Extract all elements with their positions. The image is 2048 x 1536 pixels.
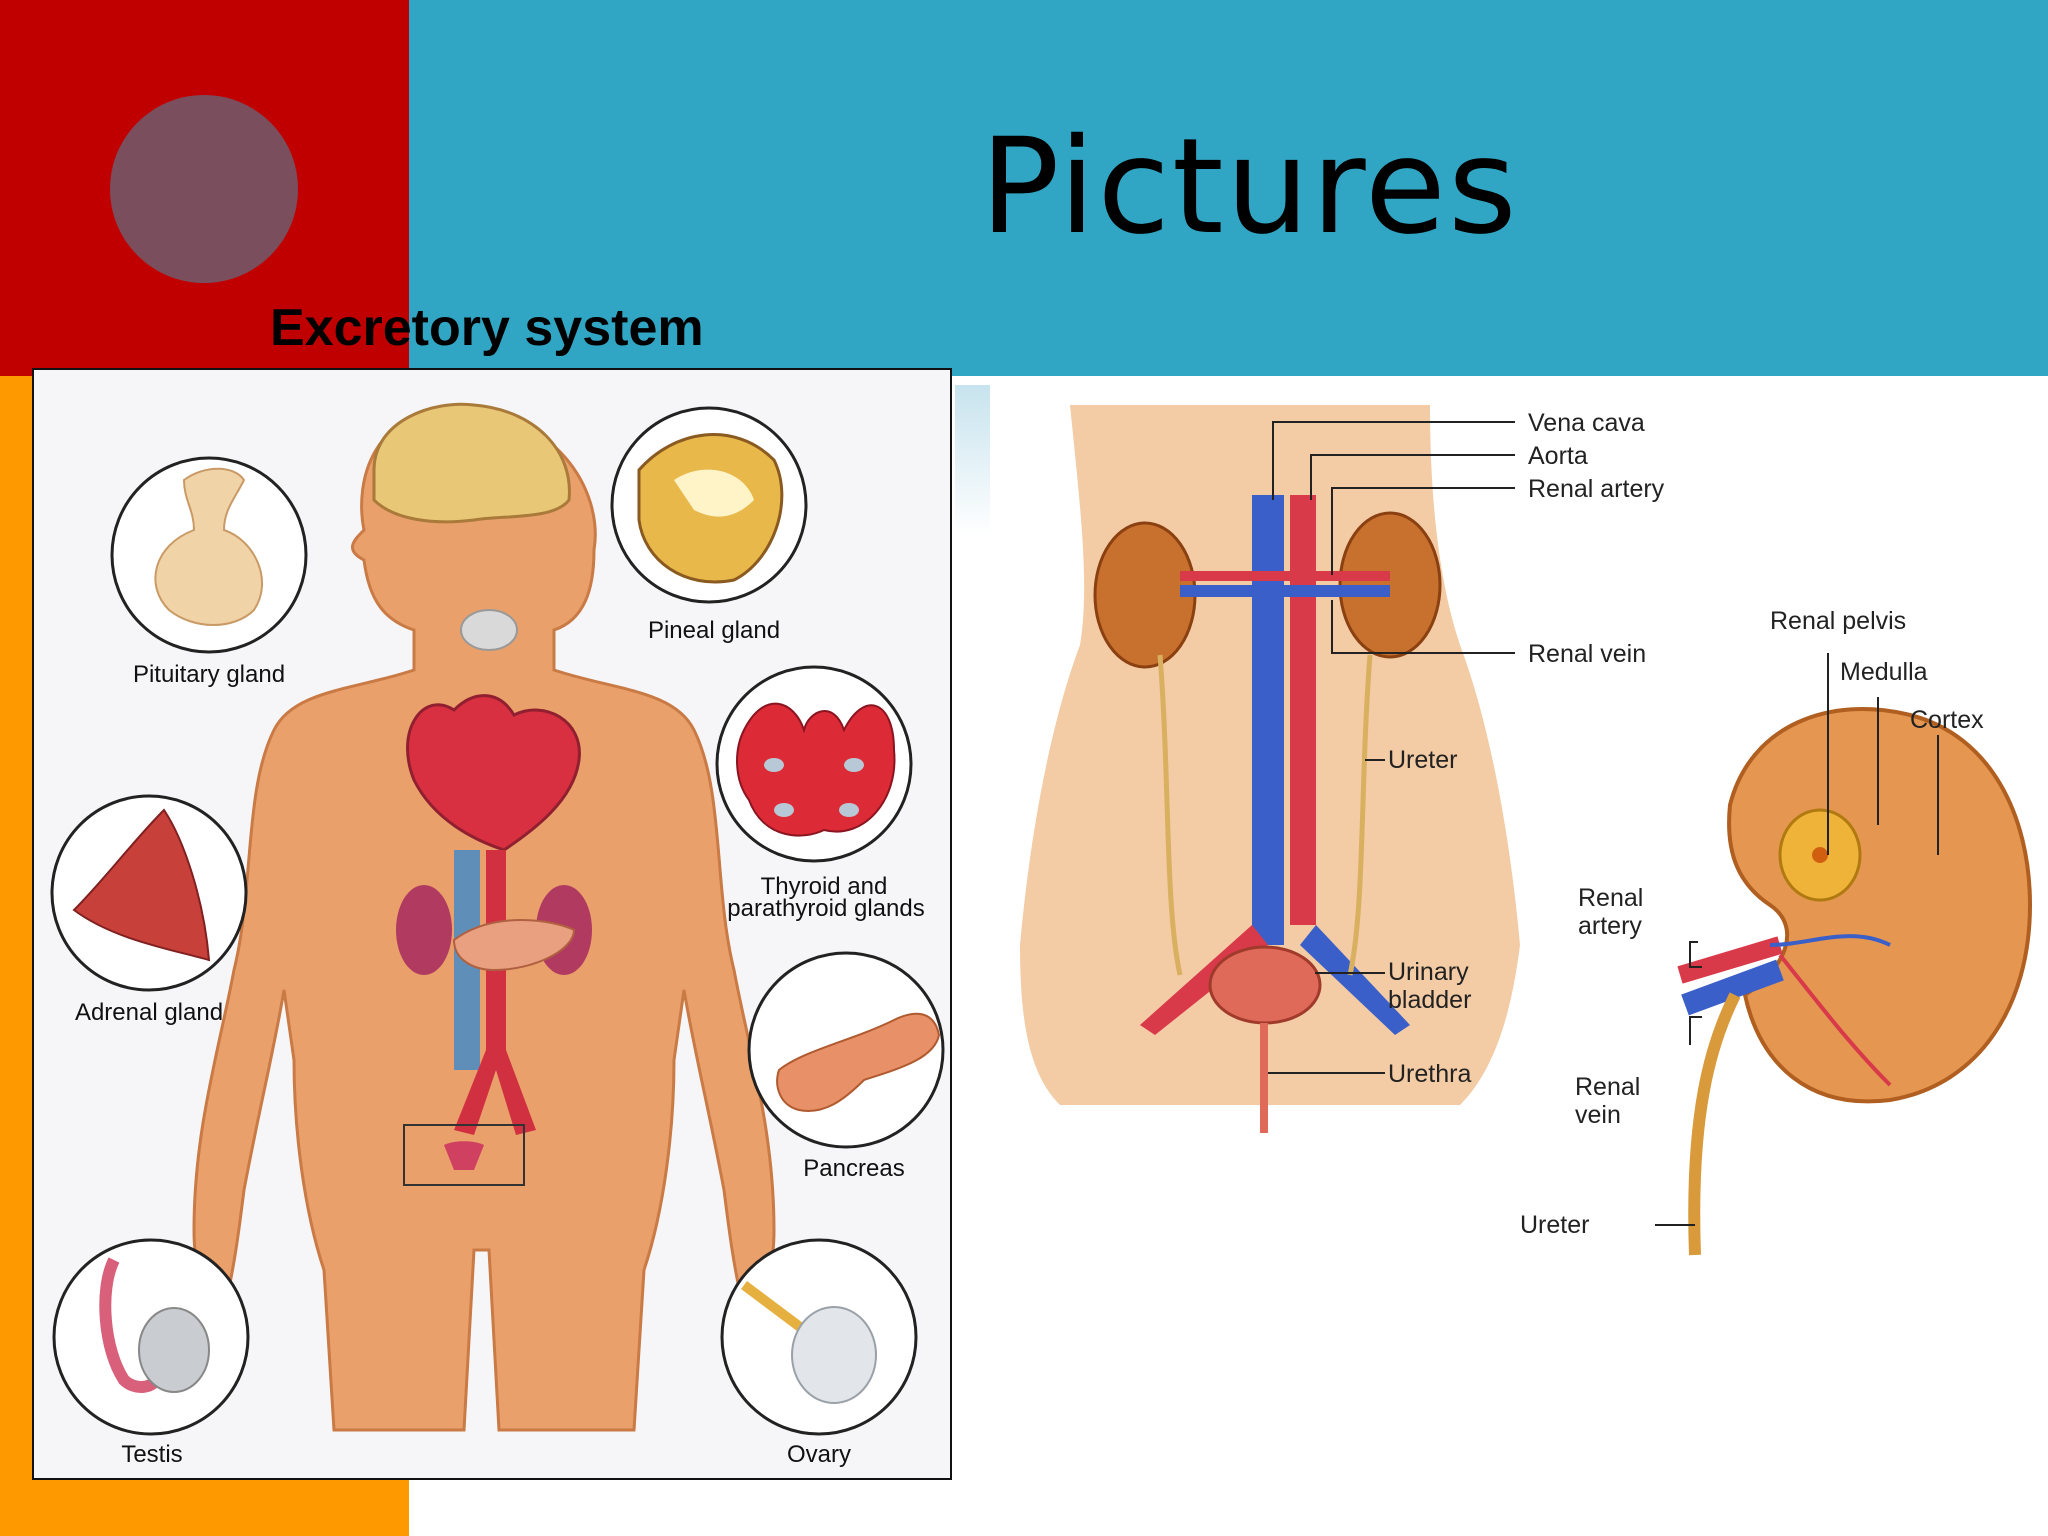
- testis-label: Testis: [121, 1441, 182, 1468]
- aorta-vessel: [1290, 495, 1316, 925]
- endocrine-diagram: Pituitary gland Pineal gland Thyroid and…: [50, 402, 945, 1468]
- renal-pelvis-label: Renal pelvis: [1770, 607, 1906, 635]
- thyroid-gland-illustration: [715, 665, 913, 863]
- panel-edge-strip: [955, 385, 990, 535]
- pineal-gland-illustration: [610, 406, 808, 604]
- renal-artery-label: Renal artery: [1528, 475, 1665, 503]
- testis-illustration: [52, 1238, 250, 1436]
- urinary-diagram: Vena cava Aorta Renal artery Renal vein …: [1020, 405, 2033, 1256]
- decorative-circle: [110, 95, 298, 283]
- kidney-renal-artery-label-line1: Renal: [1578, 884, 1643, 912]
- slide-title: Pictures: [980, 110, 1519, 264]
- ovary-illustration: [720, 1238, 918, 1436]
- title-bar: [409, 0, 2048, 376]
- kidney-renal-artery-label-line2: artery: [1578, 912, 1642, 940]
- bladder-illustration: [1208, 945, 1322, 1025]
- adrenal-label: Adrenal gland: [75, 999, 223, 1026]
- urethra-label: Urethra: [1388, 1060, 1471, 1088]
- urinary-bladder-label-line2: bladder: [1388, 986, 1471, 1014]
- pituitary-label: Pituitary gland: [133, 661, 285, 688]
- renal-vein-label: Renal vein: [1528, 640, 1646, 668]
- cortex-label: Cortex: [1910, 706, 1984, 734]
- ureter-label: Ureter: [1388, 746, 1457, 774]
- kidney-ureter-label: Ureter: [1520, 1211, 1589, 1239]
- adrenal-gland-illustration: [50, 794, 248, 992]
- aorta-label: Aorta: [1528, 442, 1588, 470]
- kidney-cross-section: [1677, 707, 2033, 1256]
- leader-lines: [1268, 421, 1515, 1074]
- kidney-renal-vein-label-line1: Renal: [1575, 1073, 1640, 1101]
- endocrine-diagram-panel: Pituitary gland Pineal gland Thyroid and…: [32, 368, 952, 1480]
- kidney-leader-lines: [1655, 653, 1939, 1226]
- pancreas-label: Pancreas: [803, 1155, 904, 1182]
- pineal-label: Pineal gland: [648, 617, 780, 644]
- urinary-bladder-label-line1: Urinary: [1388, 958, 1469, 986]
- thyroid-label-line2: parathyroid glands: [727, 895, 924, 922]
- section-label: Excretory system: [270, 299, 704, 357]
- kidney-renal-vein-label-line2: vein: [1575, 1101, 1621, 1129]
- vena-cava-label: Vena cava: [1528, 409, 1645, 437]
- thyroid-label-line1: Thyroid and: [761, 873, 888, 900]
- pituitary-gland-illustration: [110, 456, 308, 654]
- vena-cava-vessel: [1252, 495, 1284, 945]
- pancreas-illustration: [747, 951, 945, 1149]
- human-body-illustration: [192, 402, 776, 1432]
- medulla-label: Medulla: [1840, 658, 1928, 686]
- ovary-label: Ovary: [787, 1441, 851, 1468]
- urinary-diagram-panel: Vena cava Aorta Renal artery Renal vein …: [990, 385, 2048, 1305]
